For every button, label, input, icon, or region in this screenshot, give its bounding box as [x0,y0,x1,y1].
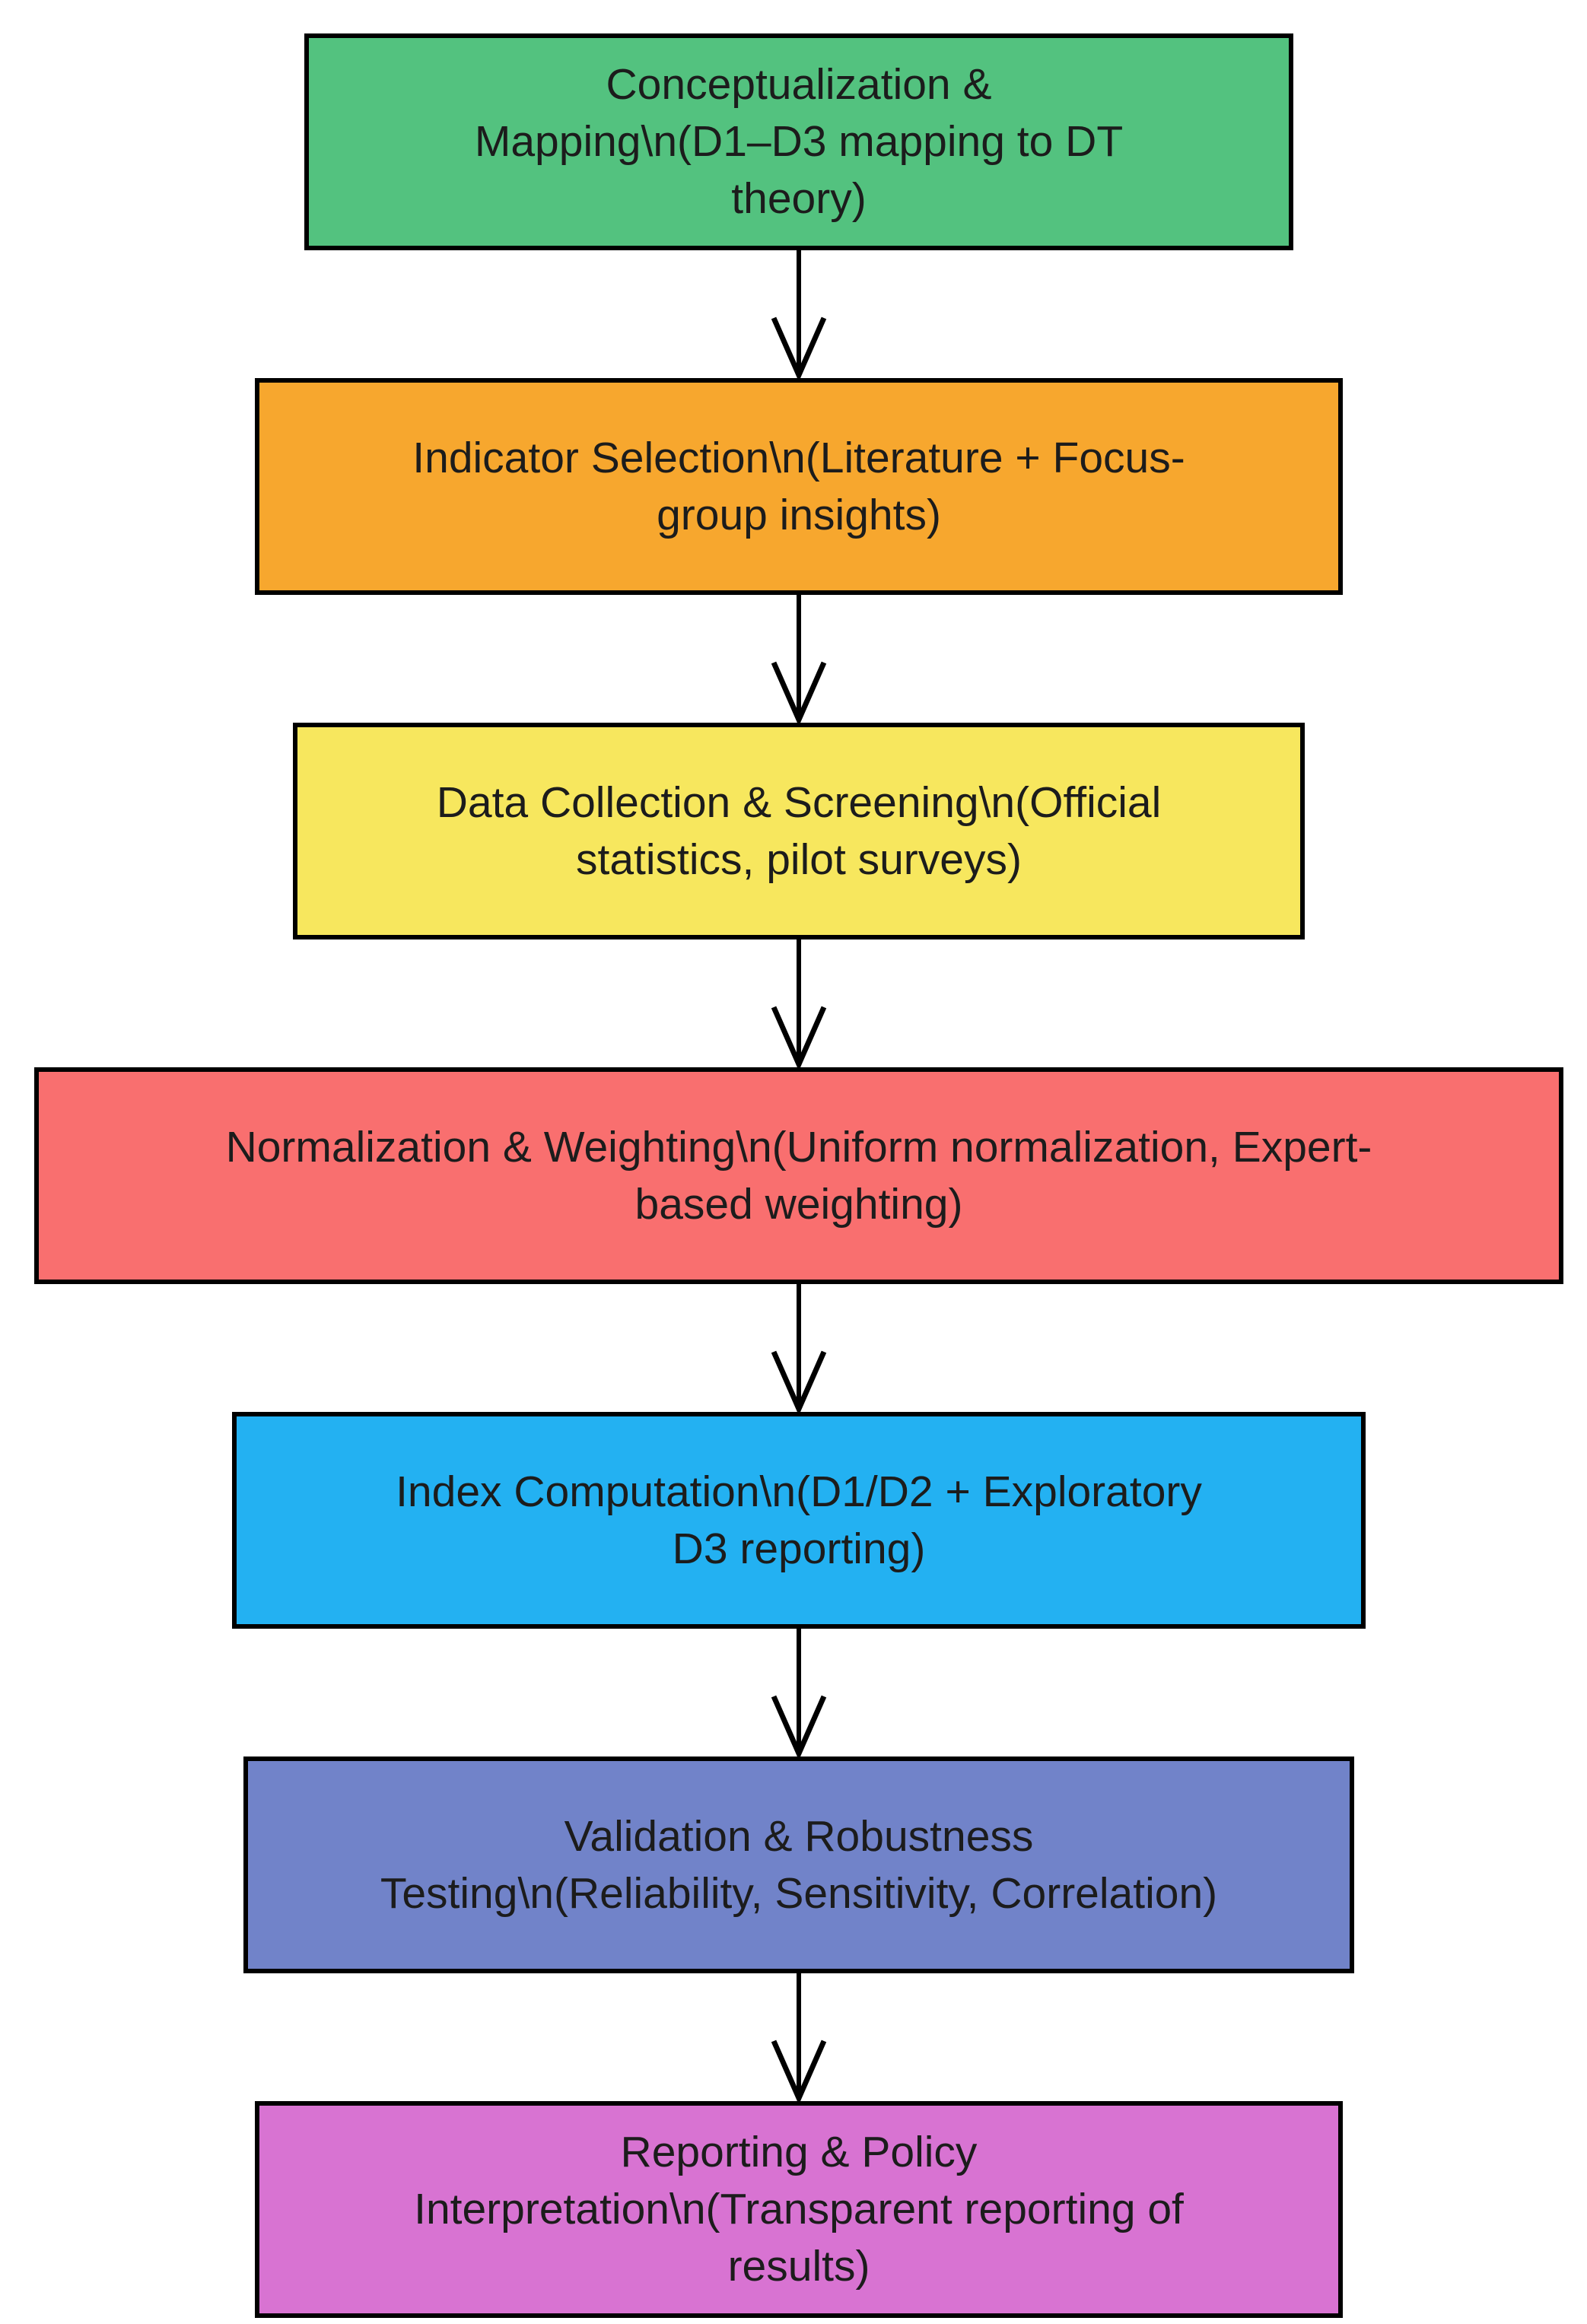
flowchart-step-data-collection-and-screening: Data Collection & Screening\n(Official st… [293,723,1305,939]
down-arrow-connector-icon [771,1284,827,1416]
down-arrow-connector-icon [771,1973,827,2105]
flowchart-step-label: Normalization & Weighting\n(Uniform norm… [225,1122,1372,1172]
flowchart-step-label: group insights) [657,490,941,539]
flowchart-step-label: based weighting) [634,1179,963,1229]
flowchart-step-conceptualization-and-mapping: Conceptualization & Mapping\n(D1–D3 mappi… [304,33,1293,250]
down-arrow-connector-icon [771,939,827,1071]
flowchart-step-label: theory) [731,174,867,223]
flowchart-step-label: Index Computation\n(D1/D2 + Exploratory [396,1467,1202,1516]
flowchart-step-label: Indicator Selection\n(Literature + Focus… [412,433,1185,482]
flowchart-step-label: Testing\n(Reliability, Sensitivity, Corr… [380,1868,1218,1918]
flowchart-step-label: Interpretation\n(Transparent reporting o… [414,2185,1184,2233]
flowchart-step-label: Reporting & Policy [620,2128,978,2176]
flowchart-step-normalization-and-weighting: Normalization & Weighting\n(Uniform norm… [34,1067,1563,1284]
flowchart-step-label: Conceptualization & [606,60,992,109]
flowchart-step-label: results) [727,2242,870,2291]
flowchart-step-label: statistics, pilot surveys) [576,835,1022,884]
flowchart-step-label: D3 reporting) [672,1524,926,1573]
flowchart-step-label: Validation & Robustness [564,1811,1034,1861]
down-arrow-connector-icon [771,250,827,382]
flowchart-step-label: Mapping\n(D1–D3 mapping to DT [474,117,1124,166]
flowchart-step-label: Data Collection & Screening\n(Official [436,777,1162,827]
down-arrow-connector-icon [771,1629,827,1760]
down-arrow-connector-icon [771,595,827,726]
flowchart-step-indicator-selection: Indicator Selection\n(Literature + Focus… [255,378,1343,595]
